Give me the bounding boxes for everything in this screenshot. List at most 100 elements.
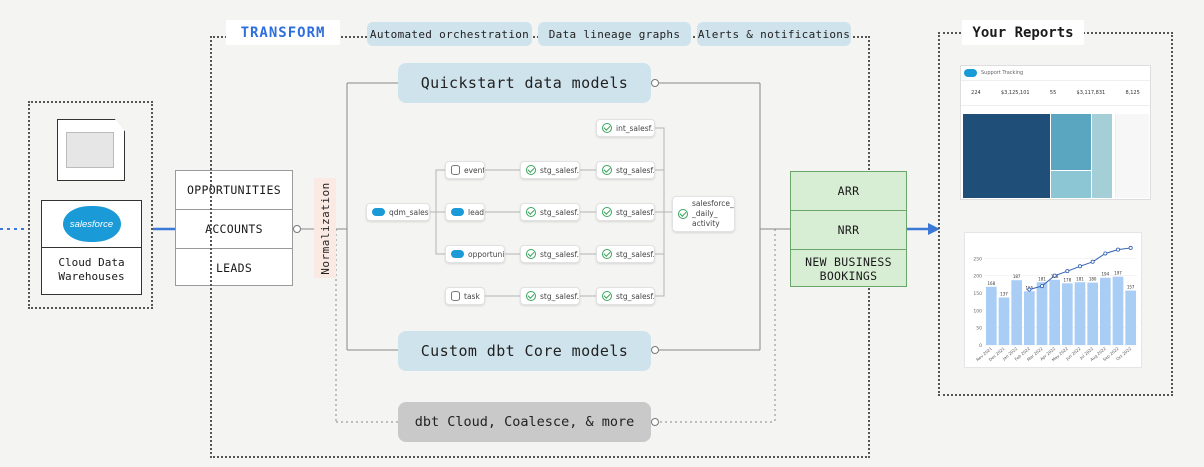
bar (986, 286, 997, 345)
node-label: stg_salesf... (540, 207, 580, 217)
check-icon (602, 249, 612, 259)
node-label-line: activity (692, 219, 720, 228)
check-icon (526, 249, 536, 259)
treemap-block (1051, 171, 1091, 198)
filter-panel (1115, 114, 1149, 198)
treemap-block (1092, 114, 1112, 198)
kpi-value: 224 (971, 90, 981, 96)
bar-value-label: 181 (1076, 276, 1084, 281)
bar-value-label: 137 (1000, 292, 1008, 297)
check-icon (526, 207, 536, 217)
check-icon (602, 123, 612, 133)
salesforce-icon (451, 208, 464, 216)
trend-point (1027, 287, 1032, 292)
lineage-node-stg[interactable]: stg_salesf... (520, 203, 580, 221)
trend-point (1128, 245, 1133, 250)
bar-value-label: 187 (1013, 274, 1021, 279)
database-icon (451, 165, 460, 175)
trend-point (1078, 264, 1083, 269)
bar (1011, 280, 1022, 345)
feature-automated-orchestration: Automated orchestration (367, 22, 532, 46)
check-icon (602, 207, 612, 217)
lineage-node-event[interactable]: event (445, 161, 485, 179)
bar-value-label: 181 (1038, 276, 1046, 281)
kpi-value: 8,125 (1125, 90, 1140, 96)
salesforce-logo-icon: salesforce (62, 206, 121, 242)
bar-value-label: 197 (1114, 271, 1122, 276)
sources-panel: salesforce Cloud Data Warehouses (28, 101, 153, 309)
check-icon (602, 291, 612, 301)
kpi-value: $3,117,831 (1076, 90, 1106, 96)
trend-point (1115, 247, 1120, 252)
node-label: stg_salesf... (616, 207, 655, 217)
trend-point (1103, 251, 1108, 256)
metrics-list: ARR NRR NEW BUSINESS BOOKINGS (790, 171, 907, 287)
bar (1100, 277, 1111, 345)
metric-arr: ARR (791, 172, 906, 211)
check-icon (602, 165, 612, 175)
node-label: event (464, 165, 485, 175)
kpi-value: $3,125,101 (1000, 90, 1030, 96)
connector-dot (293, 225, 301, 233)
bar-value-label: 157 (1127, 285, 1135, 290)
treemap-block (963, 114, 1050, 198)
check-icon (526, 165, 536, 175)
lineage-node-lead[interactable]: lead (445, 203, 485, 221)
reports-title: Your Reports (962, 20, 1084, 45)
node-label: task (464, 291, 480, 301)
y-tick-label: 200 (973, 274, 982, 280)
lineage-node-stg[interactable]: stg_salesf... (520, 287, 580, 305)
bar (1087, 282, 1098, 345)
y-tick-label: 250 (973, 256, 982, 262)
lineage-node-int[interactable]: int_salesf... (596, 119, 655, 137)
bar (1062, 283, 1073, 345)
cloud-data-warehouse: salesforce Cloud Data Warehouses (41, 200, 142, 295)
source-item-accounts: ACCOUNTS (176, 210, 292, 249)
node-label: stg_salesf... (540, 165, 580, 175)
node-label-line: salesforce_ (692, 199, 734, 208)
other-tools-button[interactable]: dbt Cloud, Coalesce, & more (398, 402, 651, 442)
salesforce-icon (964, 69, 977, 77)
trend-point (1052, 273, 1057, 278)
metric-new-business-bookings: NEW BUSINESS BOOKINGS (805, 255, 892, 283)
quickstart-models-button[interactable]: Quickstart data models (398, 63, 651, 103)
dashboard-thumbnail[interactable]: Support Tracking 224 $3,125,101 55 $3,11… (960, 65, 1151, 200)
source-objects-list: OPPORTUNITIES ACCOUNTS LEADS (175, 170, 293, 286)
treemap-block (1051, 114, 1091, 170)
lineage-node-stg[interactable]: stg_salesf... (596, 161, 655, 179)
bar-value-label: 180 (1089, 277, 1097, 282)
lineage-node-task[interactable]: task (445, 287, 485, 305)
connector-dot (651, 79, 659, 87)
bar (1074, 282, 1086, 345)
bar (1036, 282, 1048, 345)
trend-point (1090, 259, 1095, 264)
node-label: stg_salesf... (540, 291, 580, 301)
lineage-node-source[interactable]: qdm_salesf... (366, 203, 430, 221)
lineage-node-stg[interactable]: stg_salesf... (596, 287, 655, 305)
lineage-node-stg[interactable]: stg_salesf... (596, 203, 655, 221)
lineage-node-stg[interactable]: stg_salesf... (596, 245, 655, 263)
lineage-node-final[interactable]: salesforce_ _daily_ activity (672, 196, 735, 232)
bar-value-label: 168 (988, 281, 996, 286)
source-item-leads: LEADS (215, 261, 253, 275)
custom-core-models-button[interactable]: Custom dbt Core models (398, 331, 651, 371)
salesforce-icon (451, 250, 464, 258)
y-tick-label: 100 (973, 308, 982, 314)
node-label: int_salesf... (616, 123, 655, 133)
transform-title: TRANSFORM (226, 20, 340, 45)
bar (1024, 291, 1035, 345)
salesforce-icon (372, 208, 385, 216)
lineage-node-opportunity[interactable]: opportuni... (445, 245, 505, 263)
node-label: lead (468, 207, 485, 217)
lineage-node-stg[interactable]: stg_salesf... (520, 245, 580, 263)
check-icon (678, 209, 688, 219)
lineage-node-stg[interactable]: stg_salesf... (520, 161, 580, 179)
connector-dot (651, 346, 659, 354)
bar-value-label: 194 (1102, 272, 1110, 277)
feature-alerts: Alerts & notifications (697, 22, 851, 46)
node-label: stg_salesf... (616, 249, 655, 259)
check-icon (526, 291, 536, 301)
bar-value-label: 178 (1064, 277, 1072, 282)
